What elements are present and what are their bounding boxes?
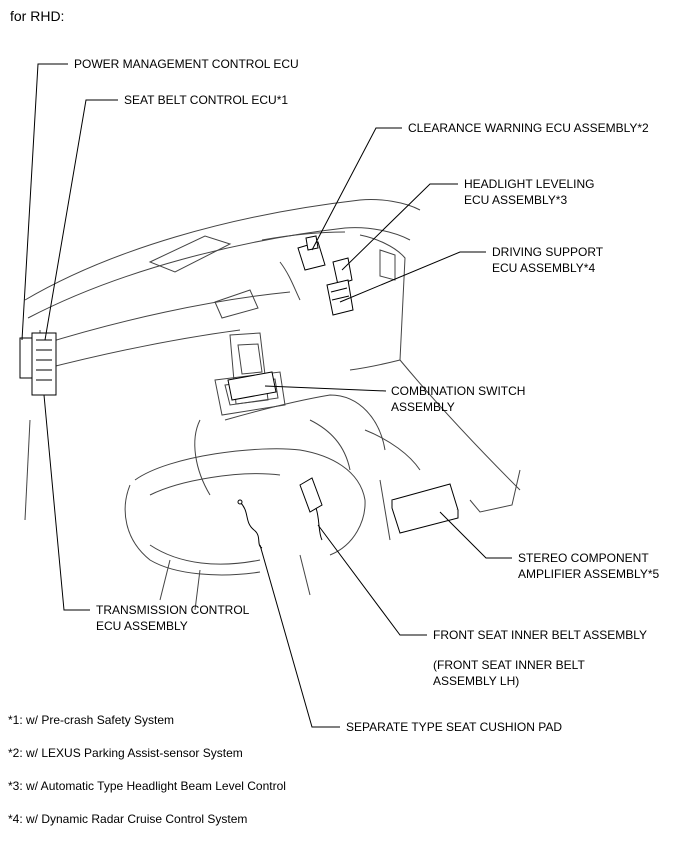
label-stereo-amplifier-line2: AMPLIFIER ASSEMBLY*5 [518, 567, 660, 581]
seat-belt-buckle-drawing [299, 477, 323, 541]
footnote-3: *3: w/ Automatic Type Headlight Beam Lev… [8, 779, 286, 793]
clearance-warning-ecu-drawing [297, 235, 326, 271]
label-power-management-ecu: POWER MANAGEMENT CONTROL ECU [74, 57, 299, 71]
leader-clearance [311, 127, 402, 251]
leader-cushion [259, 544, 340, 728]
power-management-ecu-drawing [19, 332, 57, 396]
page-header: for RHD: [10, 8, 65, 24]
label-driving-support-line1: DRIVING SUPPORT [492, 245, 604, 259]
leader-front-seat [317, 524, 427, 636]
footnote-1: *1: w/ Pre-crash Safety System [8, 713, 175, 727]
leader-combination [264, 385, 387, 392]
footnote-2: *2: w/ LEXUS Parking Assist-sensor Syste… [8, 746, 243, 760]
seat-cushion-pad-drawing [237, 499, 263, 549]
label-combination-switch-line1: COMBINATION SWITCH [391, 384, 526, 398]
leader-seat-belt [44, 99, 118, 341]
leader-power-mgmt [21, 63, 68, 341]
label-transmission-ecu-line2: ECU ASSEMBLY [96, 619, 188, 633]
leader-stereo [439, 511, 512, 559]
label-headlight-leveling-line2: ECU ASSEMBLY*3 [464, 193, 568, 207]
leader-lines [21, 63, 512, 728]
label-combination-switch-line2: ASSEMBLY [391, 400, 455, 414]
combination-switch-drawing [227, 371, 277, 401]
label-driving-support-line2: ECU ASSEMBLY*4 [492, 261, 596, 275]
label-seat-belt-ecu: SEAT BELT CONTROL ECU*1 [124, 93, 289, 107]
label-front-seat-inner-belt-lh-line1: (FRONT SEAT INNER BELT [433, 658, 585, 672]
label-front-seat-inner-belt-lh-line2: ASSEMBLY LH) [433, 674, 520, 688]
label-headlight-leveling-line1: HEADLIGHT LEVELING [464, 177, 595, 191]
label-seat-cushion-pad: SEPARATE TYPE SEAT CUSHION PAD [346, 720, 563, 734]
footnote-4: *4: w/ Dynamic Radar Cruise Control Syst… [8, 812, 248, 826]
stereo-amplifier-drawing [391, 483, 459, 534]
label-clearance-warning-ecu: CLEARANCE WARNING ECU ASSEMBLY*2 [408, 121, 649, 135]
leader-headlight [341, 183, 458, 271]
leader-driving [339, 251, 486, 303]
driving-support-ecu-drawing [326, 279, 354, 316]
leader-transmission [43, 394, 90, 611]
label-transmission-ecu-line1: TRANSMISSION CONTROL [96, 603, 250, 617]
label-front-seat-inner-belt: FRONT SEAT INNER BELT ASSEMBLY [433, 628, 648, 642]
label-stereo-amplifier-line1: STEREO COMPONENT [518, 551, 649, 565]
